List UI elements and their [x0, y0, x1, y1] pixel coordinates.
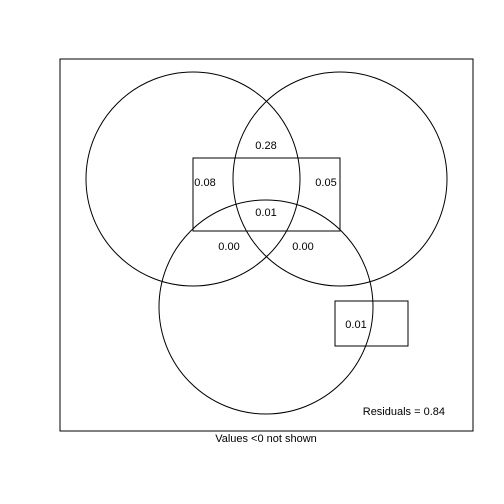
center-label-box: [192, 157, 341, 232]
label-set2-set3: 0.00: [292, 241, 313, 253]
set2-circle: [232, 71, 448, 287]
label-set1-set2-set3: 0.01: [255, 207, 276, 219]
diagram-frame: [59, 58, 474, 432]
set1-circle: [85, 71, 301, 287]
footer-note: Values <0 not shown: [215, 433, 317, 445]
label-set1-only: 0.08: [194, 177, 215, 189]
residuals-label: Residuals = 0.84: [363, 406, 445, 418]
label-set1-set2: 0.28: [255, 140, 276, 152]
set3-only-label-box: [334, 300, 409, 347]
label-set3-only: 0.01: [345, 319, 366, 331]
label-set1-set3: 0.00: [218, 241, 239, 253]
set3-circle: [158, 199, 374, 415]
label-set2-only: 0.05: [315, 177, 336, 189]
